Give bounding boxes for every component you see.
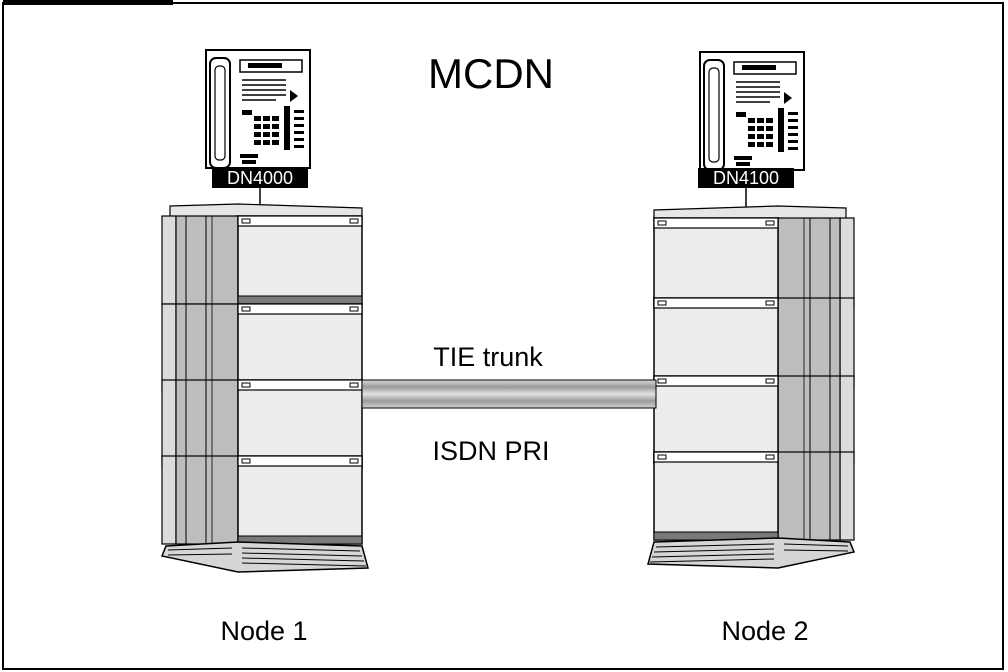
telephone-set-icon [205,49,311,169]
tie-trunk-link [361,379,657,409]
dn-label-box [212,168,308,188]
telephone-set-icon [699,51,805,171]
cabinet-node-2 [647,205,856,569]
dn-label: DN4100 [713,168,779,188]
node-label: Node 1 [220,616,307,646]
dn-label: DN4000 [227,168,293,188]
diagram-title: MCDN [428,50,554,97]
trunk-top-label: TIE trunk [433,342,543,372]
trunk-bottom-label: ISDN PRI [432,436,549,466]
node-label: Node 2 [721,616,808,646]
cabinet-node-1 [160,203,369,573]
dn-label-box [698,168,794,188]
